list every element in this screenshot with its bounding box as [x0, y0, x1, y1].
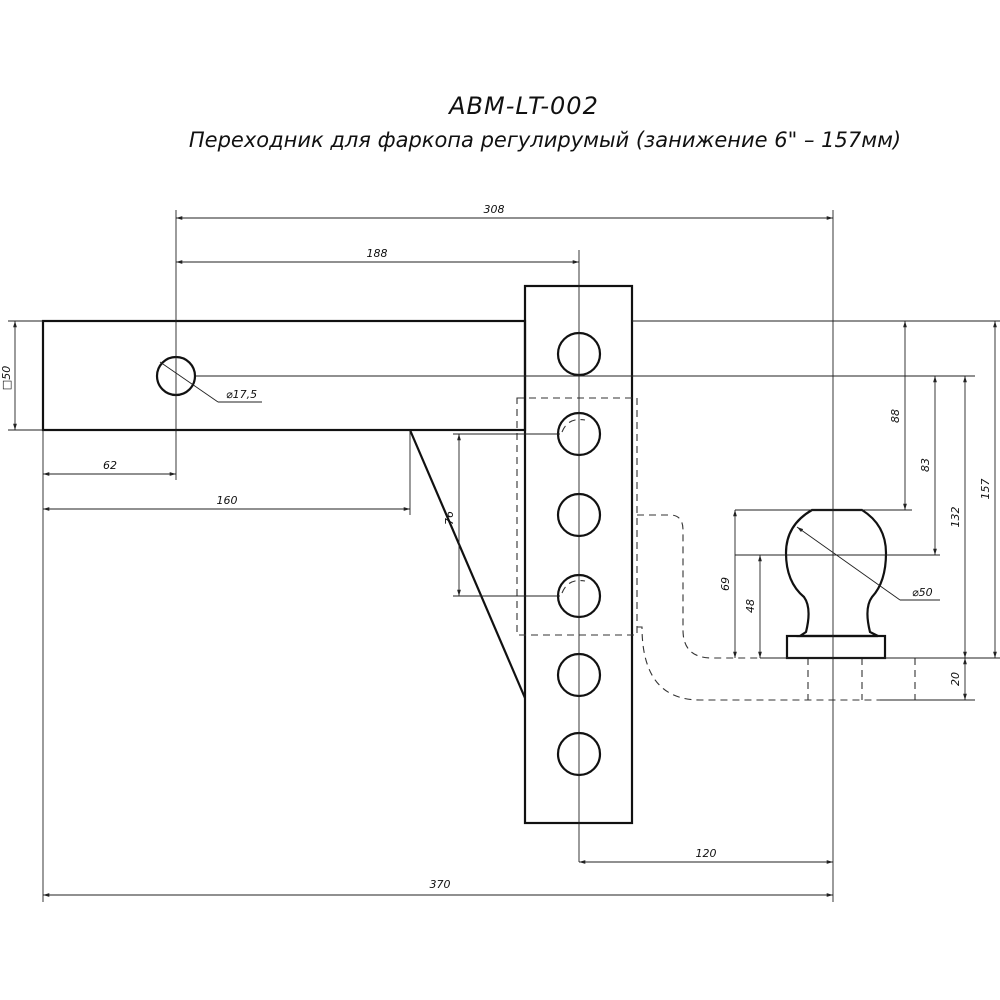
- dim-157: 157: [979, 479, 992, 500]
- vertical-plate: [523, 284, 634, 825]
- dim-188: 188: [367, 247, 388, 260]
- tow-ball-icon: [784, 508, 888, 660]
- dim-76: 76: [443, 511, 456, 525]
- dim-ball-diameter: ⌀50: [912, 586, 933, 599]
- drawing-description: Переходник для фаркопа регулирумый (зани…: [188, 128, 902, 152]
- dim-132: 132: [949, 507, 962, 528]
- hidden-lines: [516, 397, 960, 701]
- dim-370: 370: [430, 878, 451, 891]
- dimension-lines: [13, 216, 997, 897]
- drawing-code: ABM-LT-002: [449, 92, 599, 120]
- extension-lines: [8, 210, 1000, 902]
- dim-69: 69: [719, 577, 732, 591]
- dim-88: 88: [889, 409, 902, 423]
- dim-62: 62: [103, 459, 117, 472]
- dim-pin-diameter: ⌀17,5: [226, 388, 257, 401]
- dim-83: 83: [919, 458, 932, 472]
- dim-20: 20: [949, 672, 962, 686]
- dim-50-square: □50: [0, 366, 13, 390]
- dim-48: 48: [744, 599, 757, 613]
- dim-120: 120: [696, 847, 717, 860]
- dim-308: 308: [484, 203, 505, 216]
- support-brace: [408, 429, 527, 699]
- receiver-shank: [41, 319, 527, 432]
- dim-160: 160: [217, 494, 238, 507]
